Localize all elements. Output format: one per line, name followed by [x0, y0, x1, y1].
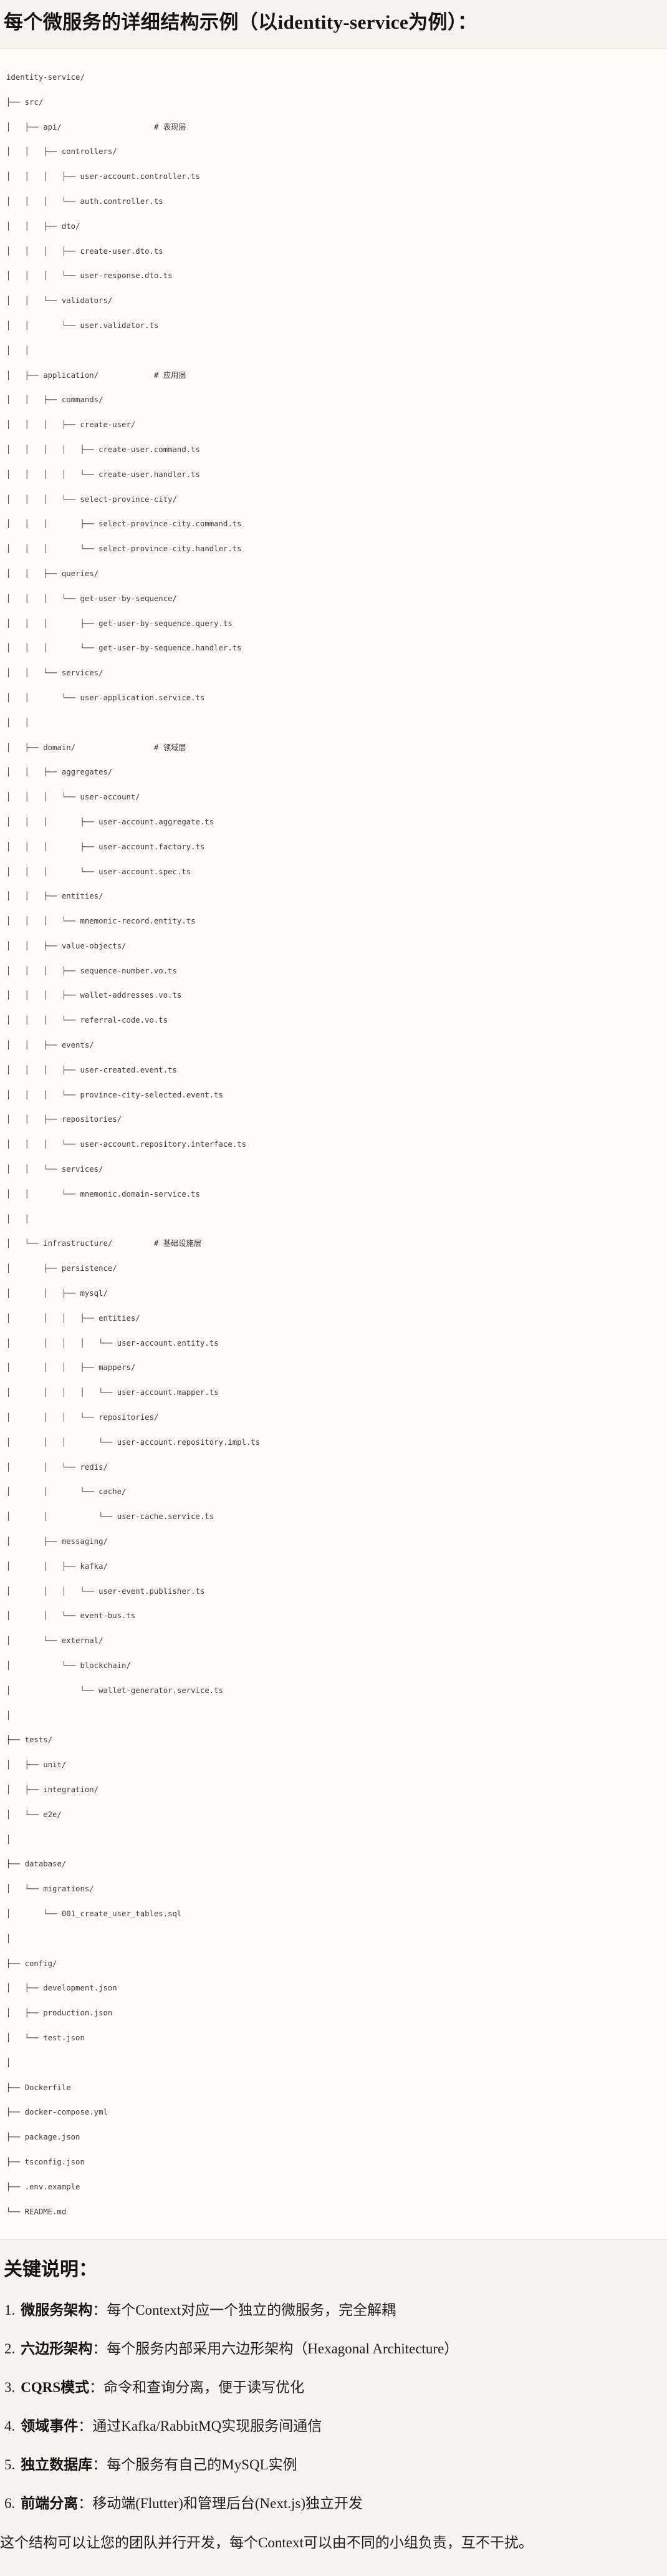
- note-text: ：每个Context对应一个独立的微服务，完全解耦: [92, 2302, 396, 2318]
- note-term: 前端分离: [21, 2496, 79, 2512]
- notes-heading: 关键说明：: [4, 2259, 97, 2280]
- note-item-4: 4. 领域事件：通过Kafka/RabbitMQ实现服务间通信: [4, 2417, 667, 2436]
- note-number: 1.: [4, 2302, 16, 2318]
- note-item-2: 2. 六边形架构：每个服务内部采用六边形架构（Hexagonal Architec…: [4, 2340, 667, 2358]
- note-text: ：命令和查询分离，便于读写优化: [89, 2380, 305, 2396]
- note-item-5: 5. 独立数据库：每个服务有自己的MySQL实例: [4, 2456, 667, 2474]
- directory-tree: identity-service/ ├── src/ │ ├── api/ # …: [6, 73, 261, 2216]
- note-number: 3.: [4, 2380, 16, 2396]
- note-term: 领域事件: [21, 2418, 79, 2434]
- page-title: 每个微服务的详细结构示例（以identity-service为例）：: [4, 11, 477, 33]
- note-item-3: 3. CQRS模式：命令和查询分离，便于读写优化: [4, 2378, 667, 2397]
- note-term: 六边形架构: [21, 2341, 93, 2357]
- note-text: ：通过Kafka/RabbitMQ实现服务间通信: [78, 2418, 322, 2434]
- closing-paragraph: 这个结构可以让您的团队并行开发，每个Context可以由不同的小组负责，互不干扰…: [0, 2535, 533, 2551]
- note-item-1: 1. 微服务架构：每个Context对应一个独立的微服务，完全解耦: [4, 2301, 667, 2320]
- note-text: ：移动端(Flutter)和管理后台(Next.js)独立开发: [78, 2496, 363, 2512]
- note-term: CQRS模式: [21, 2380, 90, 2396]
- note-number: 6.: [4, 2496, 16, 2512]
- note-term: 微服务架构: [21, 2302, 93, 2318]
- note-number: 4.: [4, 2418, 16, 2434]
- note-text: ：每个服务内部采用六边形架构（Hexagonal Architecture）: [92, 2341, 459, 2357]
- note-number: 5.: [4, 2457, 16, 2473]
- notes-list: 1. 微服务架构：每个Context对应一个独立的微服务，完全解耦 2. 六边形架构…: [0, 2301, 667, 2513]
- note-number: 2.: [4, 2341, 16, 2357]
- directory-tree-codeblock: identity-service/ ├── src/ │ ├── api/ # …: [0, 49, 667, 2241]
- note-item-6: 6. 前端分离：移动端(Flutter)和管理后台(Next.js)独立开发: [4, 2494, 667, 2513]
- document: 每个微服务的详细结构示例（以identity-service为例）： ident…: [0, 9, 667, 2576]
- note-term: 独立数据库: [21, 2457, 93, 2473]
- note-text: ：每个服务有自己的MySQL实例: [92, 2457, 297, 2473]
